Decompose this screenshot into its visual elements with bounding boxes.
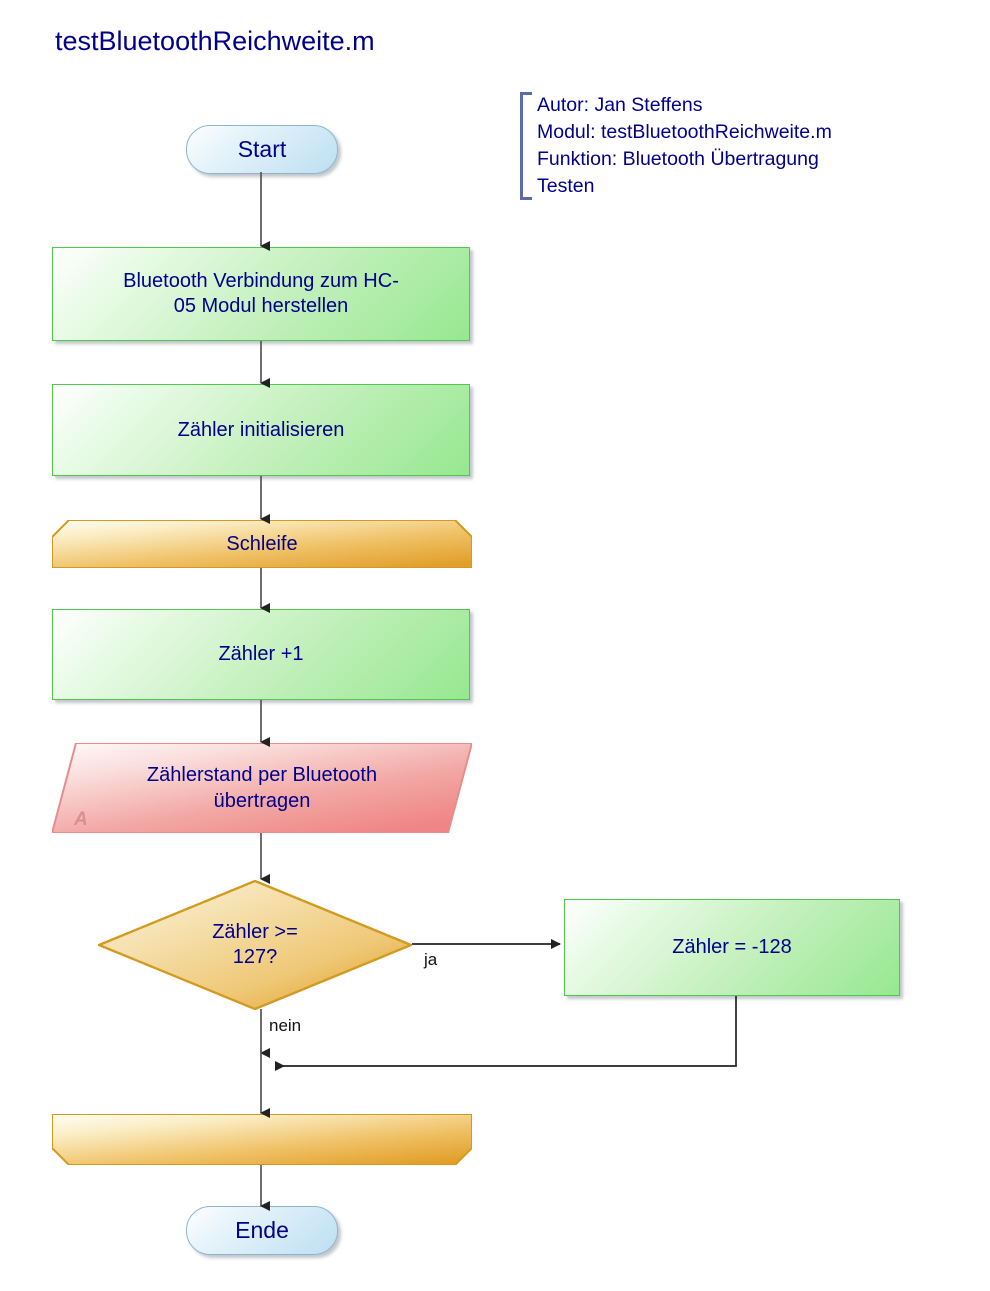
node-end[interactable]: Ende: [186, 1206, 338, 1255]
loop-start-shape: [52, 520, 472, 568]
io-parallelogram-shape: [52, 743, 472, 833]
node-increment-counter-label: Zähler +1: [218, 643, 304, 665]
node-init-counter-label: Zähler initialisieren: [177, 418, 345, 441]
annotation-line-author: Autor: Jan Steffens: [537, 94, 703, 116]
node-transmit-marker-a: A: [74, 809, 88, 830]
node-loop-start[interactable]: Schleife: [52, 520, 472, 568]
node-connect-bluetooth[interactable]: Bluetooth Verbindung zum HC- 05 Modul he…: [52, 247, 470, 341]
edge-label-yes: ja: [424, 950, 438, 969]
header-annotation: Autor: Jan Steffens Modul: testBluetooth…: [520, 92, 940, 200]
page-title: testBluetoothReichweite.m: [55, 26, 375, 56]
node-reset-counter-label: Zähler = -128: [672, 936, 792, 958]
node-end-label: Ende: [235, 1217, 289, 1243]
annotation-line-function: Funktion: Bluetooth Übertragung: [537, 148, 819, 170]
edge-label-no: nein: [269, 1016, 302, 1035]
node-reset-counter[interactable]: Zähler = -128: [564, 899, 900, 996]
loop-end-shape: [52, 1114, 472, 1165]
node-transmit-counter-label: Zählerstand per Bluetooth übertragen: [146, 764, 378, 812]
annotation-line-function-cont: Testen: [537, 175, 595, 197]
annotation-line-module: Modul: testBluetoothReichweite.m: [537, 121, 832, 143]
node-transmit-counter[interactable]: Zählerstand per Bluetooth übertragen A: [52, 743, 472, 833]
node-decision-counter-limit[interactable]: Zähler >= 127?: [98, 880, 412, 1010]
node-connect-bluetooth-label: Bluetooth Verbindung zum HC- 05 Modul he…: [123, 270, 399, 317]
node-start-label: Start: [237, 136, 287, 162]
node-init-counter[interactable]: Zähler initialisieren: [52, 384, 470, 476]
node-start[interactable]: Start: [186, 125, 338, 174]
decision-diamond-shape: [98, 880, 412, 1010]
node-increment-counter[interactable]: Zähler +1: [52, 609, 470, 700]
node-loop-end[interactable]: [52, 1114, 472, 1165]
